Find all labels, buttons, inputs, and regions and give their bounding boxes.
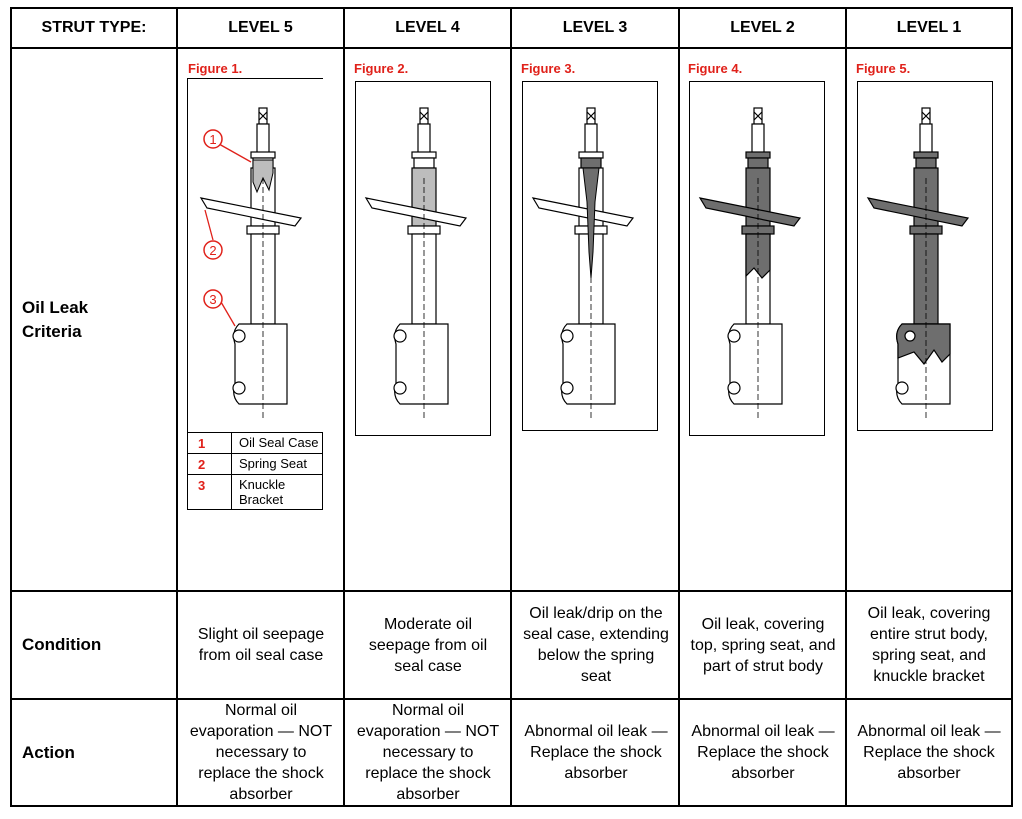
- row-label-action: Action: [22, 742, 75, 762]
- legend-row: 3 Knuckle Bracket: [188, 474, 322, 509]
- figure-caption-2: Figure 2.: [354, 61, 409, 76]
- callout-markers: [203, 129, 223, 309]
- callout-lines: [204, 143, 252, 327]
- legend-number: 3: [188, 475, 232, 509]
- figure-1-frame: [187, 78, 323, 433]
- legend-label: Oil Seal Case: [239, 435, 319, 450]
- condition-level-4: Moderate oil seepage from oil seal case: [368, 615, 488, 675]
- figure-2-frame: [355, 81, 491, 436]
- figure-3-frame: [522, 81, 658, 431]
- strut-outline: [199, 107, 303, 418]
- condition-level-5: Slight oil seepage from oil seal case: [197, 626, 325, 664]
- header-level-5: LEVEL 5: [228, 19, 293, 36]
- oil-seepage: [252, 159, 274, 194]
- legend-row: 1 Oil Seal Case: [188, 433, 322, 453]
- figure-1-legend: 1 Oil Seal Case 2 Spring Seat 3 Knuckle …: [187, 432, 323, 510]
- action-level-4: Normal oil evaporation — NOT necessary t…: [356, 702, 500, 803]
- action-level-2: Abnormal oil leak — Replace the shock ab…: [691, 723, 835, 782]
- figure-caption-1: Figure 1.: [188, 61, 243, 76]
- figure-4-strut-drawing: [698, 107, 802, 418]
- header-level-3: LEVEL 3: [562, 19, 628, 36]
- condition-level-3: Oil leak/drip on the seal case, extendin…: [523, 605, 669, 685]
- row-label-condition: Condition: [22, 635, 102, 654]
- figure-5-strut-drawing: [866, 107, 970, 418]
- legend-row: 2 Spring Seat: [188, 453, 322, 474]
- row-label-criteria: Oil Leak Criteria: [22, 297, 89, 341]
- figure-caption-4: Figure 4.: [688, 61, 743, 76]
- action-level-1: Abnormal oil leak — Replace the shock ab…: [857, 723, 1001, 782]
- legend-number: 2: [188, 454, 232, 474]
- condition-level-2: Oil leak, covering top, spring seat, and…: [690, 615, 836, 675]
- callout-2: 2: [209, 243, 216, 258]
- figure-5-frame: [857, 81, 993, 431]
- figure-1-strut-drawing: 1 2 3: [199, 107, 303, 418]
- legend-label: Knuckle Bracket: [239, 477, 286, 507]
- figure-3-strut-drawing: [531, 107, 635, 418]
- action-level-3: Abnormal oil leak — Replace the shock ab…: [524, 723, 668, 782]
- legend-number: 1: [188, 433, 232, 453]
- condition-level-1: Oil leak, covering entire strut body, sp…: [867, 605, 991, 685]
- callout-1: 1: [209, 132, 216, 147]
- header-strut-type: STRUT TYPE:: [41, 19, 147, 36]
- figure-2-strut-drawing: [364, 107, 468, 418]
- strut-leak-table: STRUT TYPE: LEVEL 5 LEVEL 4 LEVEL 3 LEVE…: [10, 7, 1013, 807]
- header-level-4: LEVEL 4: [395, 19, 460, 36]
- header-level-1: LEVEL 1: [896, 19, 962, 36]
- action-level-5: Normal oil evaporation — NOT necessary t…: [189, 702, 333, 803]
- figure-caption-3: Figure 3.: [521, 61, 576, 76]
- oil-drip: [582, 167, 600, 279]
- callout-3: 3: [209, 292, 216, 307]
- header-level-2: LEVEL 2: [730, 19, 795, 36]
- figure-4-frame: [689, 81, 825, 436]
- figure-caption-5: Figure 5.: [856, 61, 911, 76]
- legend-label: Spring Seat: [239, 456, 307, 471]
